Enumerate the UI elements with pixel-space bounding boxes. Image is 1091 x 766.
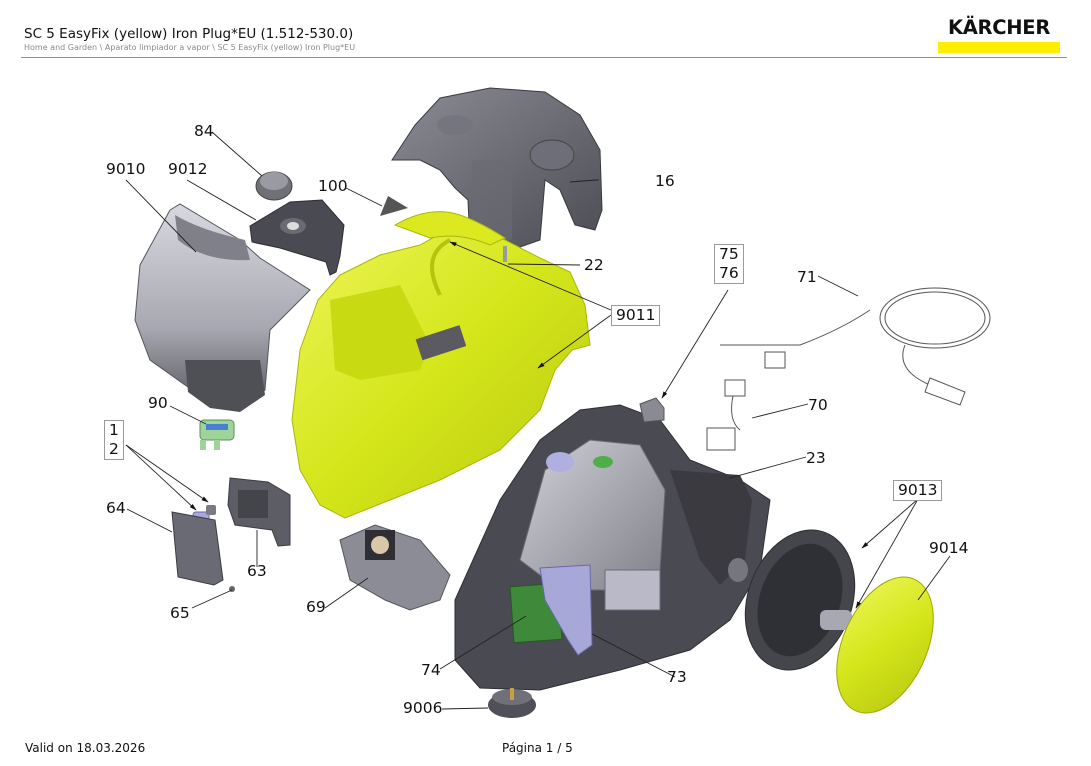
part-63-bracket: [227, 477, 291, 547]
leader-lines: [125, 131, 951, 710]
part-9013-wheel: [744, 529, 856, 671]
page-number: Página 1 / 5: [502, 741, 573, 755]
part-22-pin: [503, 246, 507, 262]
callout-90[interactable]: 90: [148, 394, 168, 412]
callout-75: 75: [719, 245, 739, 263]
callout-1-2[interactable]: 1 2: [104, 420, 124, 460]
callout-63[interactable]: 63: [247, 562, 267, 580]
part-16-handle-top: [391, 87, 603, 248]
part-9011-housing: [291, 211, 591, 519]
exploded-parts-diagram: [125, 87, 991, 718]
callout-9012[interactable]: 9012: [168, 160, 208, 178]
part-9014-hubcap: [836, 576, 934, 714]
page-title: SC 5 EasyFix (yellow) Iron Plug*EU (1.51…: [24, 26, 354, 42]
callout-100[interactable]: 100: [318, 177, 348, 195]
callout-69[interactable]: 69: [306, 598, 326, 616]
callout-9013[interactable]: 9013: [893, 480, 943, 501]
callout-9011[interactable]: 9011: [611, 305, 661, 326]
part-9012-plate: [249, 199, 345, 276]
callout-9006[interactable]: 9006: [403, 699, 443, 717]
brand-name: KÄRCHER: [947, 16, 1051, 39]
callout-84[interactable]: 84: [194, 122, 214, 140]
callout-16[interactable]: 16: [655, 172, 675, 190]
header-divider: [21, 57, 1067, 58]
callout-70[interactable]: 70: [808, 396, 828, 414]
part-100-marker: [380, 196, 408, 216]
part-pump: [604, 569, 661, 611]
part-84-cap: [255, 171, 293, 201]
breadcrumb: Home and Garden \ Aparato limpiador a va…: [24, 43, 356, 52]
callout-73[interactable]: 73: [667, 668, 687, 686]
callout-65[interactable]: 65: [170, 604, 190, 622]
part-69-thermostat: [339, 524, 451, 611]
part-64-cover: [171, 511, 224, 586]
callout-22[interactable]: 22: [584, 256, 604, 274]
callout-74[interactable]: 74: [421, 661, 441, 679]
part-75-76-clip: [639, 397, 665, 423]
callout-23[interactable]: 23: [806, 449, 826, 467]
part-9006-foot: [488, 688, 536, 718]
brand-logo: KÄRCHER: [938, 17, 1060, 53]
callout-9014[interactable]: 9014: [929, 539, 969, 557]
brand-bar: [938, 42, 1060, 53]
callout-2: 2: [109, 440, 119, 458]
part-71-power-cord: [720, 287, 991, 406]
part-9010-tank: [134, 203, 311, 412]
part-90-valve: [199, 419, 235, 450]
part-70-harness: [706, 379, 746, 451]
callout-71[interactable]: 71: [797, 268, 817, 286]
callout-64[interactable]: 64: [106, 499, 126, 517]
valid-date: Valid on 18.03.2026: [25, 741, 146, 755]
callout-9010[interactable]: 9010: [106, 160, 146, 178]
callout-76: 76: [719, 264, 739, 282]
callout-75-76[interactable]: 75 76: [714, 244, 744, 284]
part-73-bracket: [539, 564, 593, 656]
callout-1: 1: [109, 421, 119, 439]
